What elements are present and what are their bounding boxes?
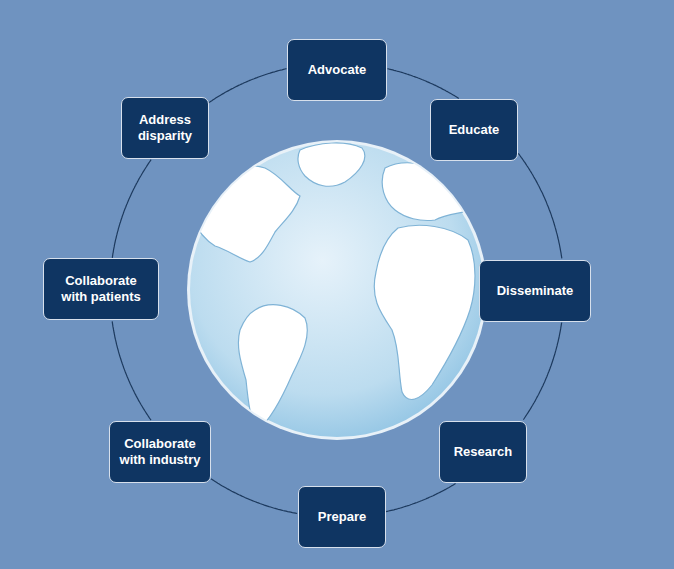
ring-connector [112,321,151,420]
step-box: Educate [430,99,518,161]
step-box: Address disparity [121,97,209,159]
step-box: Disseminate [479,260,591,322]
ring-connector [518,153,562,258]
step-box: Advocate [287,39,387,101]
ring-connector [209,69,286,103]
continents [188,143,482,430]
step-box: Collaborate with patients [43,258,159,320]
step-label: Collaborate with industry [118,436,202,468]
step-label: Research [454,444,513,460]
step-label: Educate [449,122,500,138]
ring-connector [388,69,459,99]
step-box: Collaborate with industry [109,421,211,483]
step-box: Prepare [298,486,386,548]
step-label: Disseminate [497,283,574,299]
step-label: Collaborate with patients [52,273,150,305]
ring-connector [211,479,297,514]
step-label: Address disparity [130,112,200,144]
ring-connector [386,484,456,512]
globe-rim [187,140,487,440]
ring-connector [523,323,561,420]
step-box: Research [439,421,527,483]
step-label: Advocate [308,62,367,78]
ring-connector [112,160,151,258]
step-label: Prepare [318,509,366,525]
